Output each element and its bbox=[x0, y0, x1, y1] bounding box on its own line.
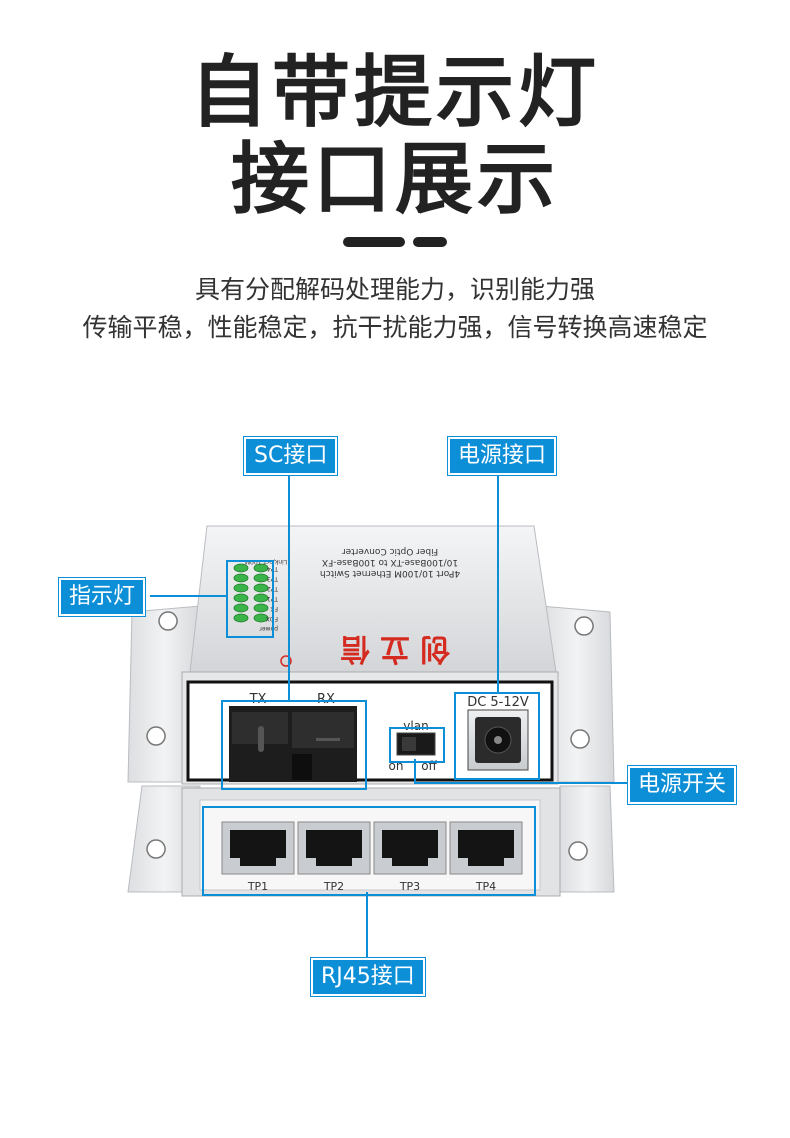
port-label-tp3: TP3 bbox=[399, 880, 420, 893]
callout-sc: SC接口 bbox=[244, 437, 338, 475]
port-label-tp1: TP1 bbox=[247, 880, 268, 893]
callout-power-switch: 电源开关 bbox=[628, 766, 737, 804]
port-label-tp2: TP2 bbox=[323, 880, 344, 893]
callout-indicator: 指示灯 bbox=[59, 578, 146, 616]
title-divider-right bbox=[413, 237, 447, 247]
subtitle-line1: 具有分配解码处理能力，识别能力强 bbox=[194, 275, 595, 304]
title-divider-left bbox=[343, 237, 405, 247]
indicator-highlight bbox=[226, 560, 274, 638]
registered-mark bbox=[280, 655, 292, 667]
rj45-port-1 bbox=[221, 821, 295, 875]
page-title-line1: 自带提示灯 bbox=[189, 48, 600, 138]
dc-highlight bbox=[454, 692, 540, 780]
rj45-port-4 bbox=[449, 821, 523, 875]
switch-leader-line-v bbox=[414, 759, 416, 783]
vlan-label: vlan bbox=[403, 719, 428, 733]
led-label-fx: FX bbox=[270, 605, 278, 612]
lid-text-3: Fiber Optic Converter bbox=[342, 546, 439, 556]
rj45-ports bbox=[221, 821, 523, 875]
switch-highlight bbox=[389, 727, 445, 763]
rx-label: RX bbox=[317, 692, 335, 707]
port-label-tp4: TP4 bbox=[475, 880, 496, 893]
sc-leader-line bbox=[288, 470, 290, 702]
right-lower-flange bbox=[559, 785, 615, 893]
callout-power-port: 电源接口 bbox=[448, 437, 557, 475]
screw-slots bbox=[146, 611, 594, 861]
rj45-highlight bbox=[202, 806, 536, 896]
page-title-line2: 接口展示 bbox=[230, 135, 559, 225]
switch-leader-line-h bbox=[414, 782, 628, 784]
led-label-fdx: FDX bbox=[266, 615, 278, 622]
callout-rj45: RJ45接口 bbox=[311, 958, 425, 996]
sc-rx-slot bbox=[292, 712, 354, 748]
lid-text-2: 10/100Base-TX to 100Base-FX bbox=[322, 557, 458, 567]
rj45-leader-line bbox=[366, 892, 368, 962]
rj45-port-2 bbox=[297, 821, 371, 875]
power-port-leader-line bbox=[497, 470, 499, 694]
led-label-power: power bbox=[259, 625, 278, 632]
brand-logo: 创立信 bbox=[330, 631, 451, 666]
sc-highlight bbox=[221, 700, 367, 790]
indicator-leader-line bbox=[150, 595, 228, 597]
led-array bbox=[233, 563, 269, 623]
dc-label: DC 5-12V bbox=[467, 695, 529, 710]
subtitle-line2: 传输平稳，性能稳定，抗干扰能力强，信号转换高速稳定 bbox=[82, 313, 708, 342]
tx-label: TX bbox=[249, 692, 267, 707]
rj45-port-3 bbox=[373, 821, 447, 875]
lid-text-1: 4Port 10/100M Ethernet Switch bbox=[320, 568, 460, 578]
